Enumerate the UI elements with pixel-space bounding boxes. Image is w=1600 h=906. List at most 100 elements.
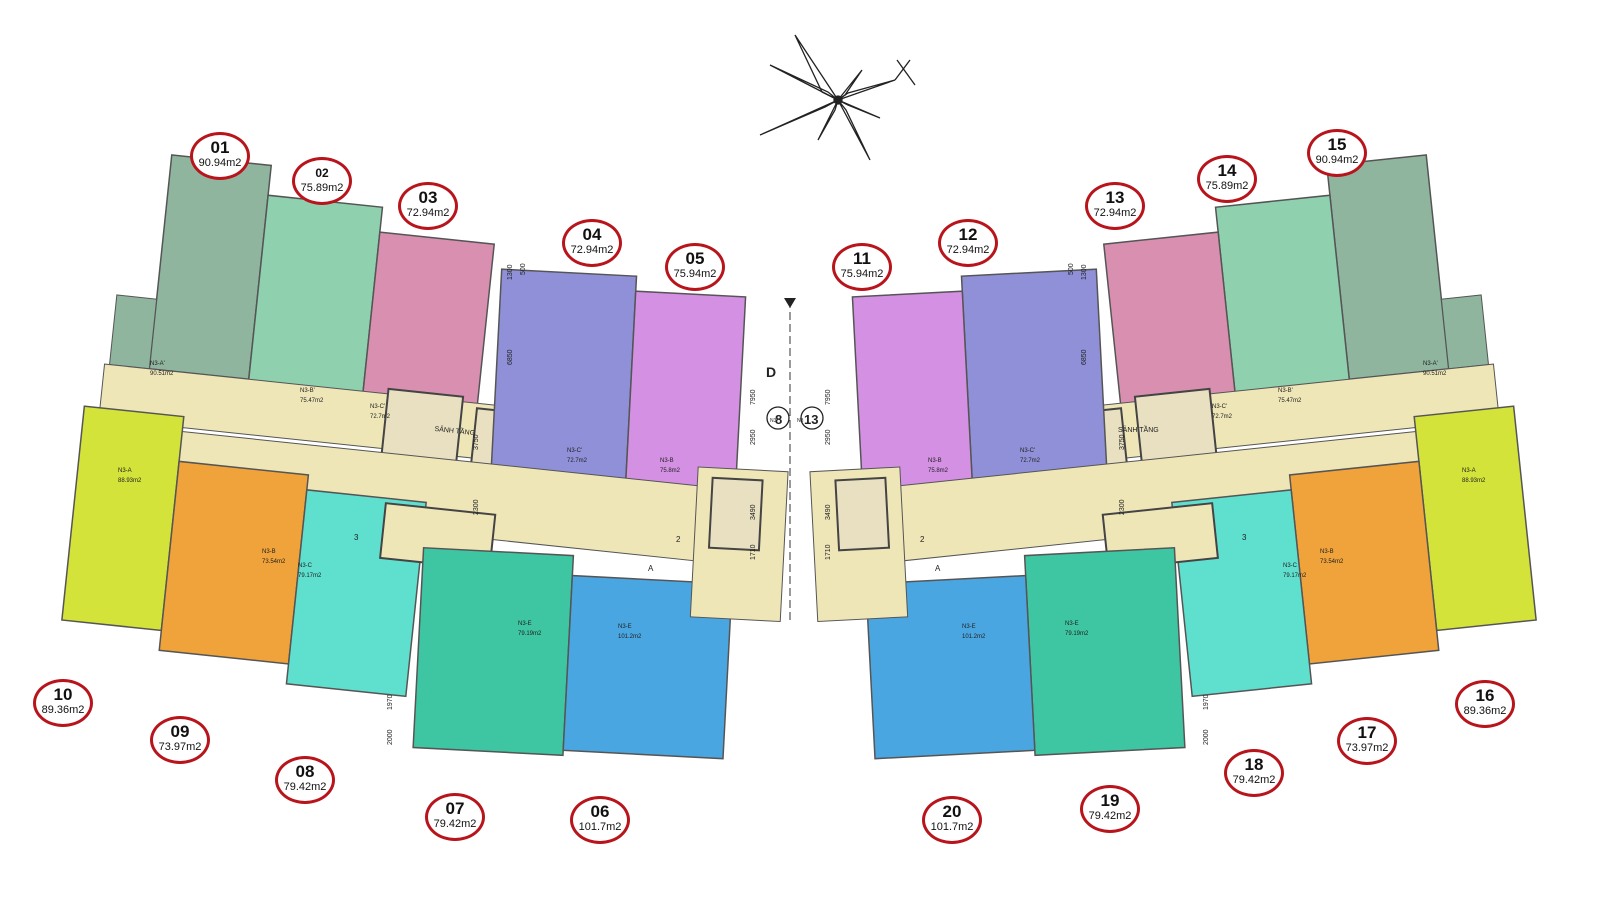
unit-06[interactable] <box>562 574 733 760</box>
tag-11: N3-B75.8m2 <box>928 458 949 474</box>
svg-text:2950: 2950 <box>750 429 757 445</box>
svg-text:1970: 1970 <box>387 694 394 710</box>
svg-text:500: 500 <box>520 263 527 275</box>
svg-text:N3-C': N3-C' <box>1020 448 1035 454</box>
svg-text:N3-E: N3-E <box>518 621 532 627</box>
tag-07: N3-E 79.19m2 <box>518 621 542 637</box>
unit-19[interactable] <box>1023 546 1186 757</box>
svg-text:72.7m2: 72.7m2 <box>1212 414 1233 420</box>
svg-text:90.51m2: 90.51m2 <box>1423 371 1447 377</box>
unit-07[interactable] <box>412 546 575 757</box>
svg-text:1300: 1300 <box>507 264 514 280</box>
stair-label-3-right: 3 <box>1242 533 1247 542</box>
svg-text:90.51m2: 90.51m2 <box>150 371 174 377</box>
svg-text:3750: 3750 <box>1119 434 1126 450</box>
tag-18: N3-C 79.17m2 <box>1283 563 1307 579</box>
north-arrow-icon <box>759 34 916 161</box>
unit-20[interactable] <box>865 574 1036 760</box>
svg-text:7950: 7950 <box>825 389 832 405</box>
tag-08: N3-C 79.17m2 <box>298 563 322 579</box>
tag-13: N3-C'72.7m2 <box>1212 404 1233 420</box>
svg-text:72.7m2: 72.7m2 <box>567 458 588 464</box>
tag-12: N3-C'72.7m2 <box>1020 448 1041 464</box>
svg-text:N3-B: N3-B <box>262 549 276 555</box>
svg-text:79.19m2: 79.19m2 <box>1065 631 1089 637</box>
svg-text:3750: 3750 <box>473 434 480 450</box>
tag-10: N3-A 88.93m2 <box>118 468 142 484</box>
tag-17: N3-B73.54m2 <box>1320 549 1344 565</box>
svg-text:N3-E: N3-E <box>618 624 632 630</box>
axis-arrow-icon <box>784 298 796 308</box>
svg-text:N3-C: N3-C <box>298 563 313 569</box>
svg-text:6850: 6850 <box>1081 349 1088 365</box>
svg-text:2300: 2300 <box>473 499 480 515</box>
svg-text:N3-A': N3-A' <box>1423 361 1438 367</box>
svg-text:79.17m2: 79.17m2 <box>1283 573 1307 579</box>
grid-bubble-right: 13 <box>804 412 818 427</box>
unit-tags: N3-A'90.51m2 N3-B'75.47m2 N3-C'72.7m2 N3… <box>118 361 1486 640</box>
svg-text:2950: 2950 <box>825 429 832 445</box>
svg-text:88.93m2: 88.93m2 <box>118 478 142 484</box>
svg-text:2000: 2000 <box>1203 729 1210 745</box>
tag-05: N3-B75.8m2 <box>660 458 681 474</box>
svg-text:N3-C: N3-C <box>1283 563 1298 569</box>
svg-text:500: 500 <box>1068 263 1075 275</box>
svg-text:75.47m2: 75.47m2 <box>300 398 324 404</box>
lobby-label-right: SẢNH TẦNG <box>1118 424 1159 434</box>
tag-09: N3-B 73.54m2 <box>262 549 286 565</box>
svg-text:1710: 1710 <box>825 544 832 560</box>
left-wing: SẢNH TẦNG <box>61 154 789 760</box>
grid-prefix-left: N3 <box>770 418 777 424</box>
tag-02: N3-B'75.47m2 <box>300 388 324 404</box>
svg-text:79.19m2: 79.19m2 <box>518 631 542 637</box>
svg-text:73.54m2: 73.54m2 <box>1320 559 1344 565</box>
svg-text:3490: 3490 <box>825 504 832 520</box>
svg-text:75.8m2: 75.8m2 <box>660 468 681 474</box>
svg-text:75.8m2: 75.8m2 <box>928 468 949 474</box>
svg-text:1710: 1710 <box>750 544 757 560</box>
svg-text:88.93m2: 88.93m2 <box>1462 478 1486 484</box>
stair-label-left: 2 <box>676 535 681 544</box>
axis-d-label: D <box>766 364 776 380</box>
svg-text:1970: 1970 <box>1203 694 1210 710</box>
unit-09[interactable] <box>158 460 310 665</box>
svg-text:N3-C': N3-C' <box>567 448 582 454</box>
svg-text:N3-A: N3-A <box>1462 468 1476 474</box>
svg-text:75.47m2: 75.47m2 <box>1278 398 1302 404</box>
unit-17[interactable] <box>1288 460 1440 665</box>
svg-text:N3-A: N3-A <box>118 468 132 474</box>
svg-text:3490: 3490 <box>750 504 757 520</box>
grid-bubble-left: 8 <box>775 412 782 427</box>
svg-text:73.54m2: 73.54m2 <box>262 559 286 565</box>
svg-text:N3-E: N3-E <box>962 624 976 630</box>
section-a-right: A <box>935 564 941 573</box>
svg-text:79.17m2: 79.17m2 <box>298 573 322 579</box>
stair-label-right: 2 <box>920 535 925 544</box>
svg-text:N3-A': N3-A' <box>150 361 165 367</box>
stair-label-3-left: 3 <box>354 533 359 542</box>
svg-text:7950: 7950 <box>750 389 757 405</box>
